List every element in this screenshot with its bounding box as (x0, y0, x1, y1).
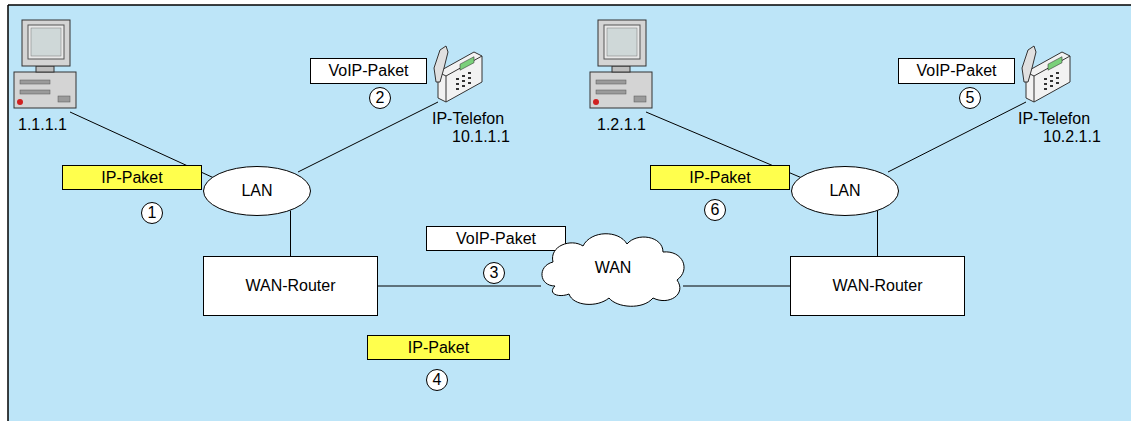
panel-border (8, 4, 1131, 6)
wan-cloud: WAN (535, 228, 691, 308)
panel-border (7, 5, 9, 421)
node-text: WAN-Router (245, 277, 335, 295)
ip-packet: IP-Paket (650, 165, 790, 190)
node-text: 2 (376, 89, 385, 107)
ip-packet: IP-Paket (367, 335, 510, 360)
node-text: WAN (595, 259, 632, 277)
circle-shape (142, 203, 163, 224)
node-text: VoIP-Paket (328, 62, 408, 80)
cloud-shape (542, 234, 684, 307)
node-text: LAN (829, 182, 860, 200)
wan-router-box: WAN-Router (203, 256, 378, 316)
callout-number: 2 (369, 87, 391, 109)
node-text: 3 (490, 264, 499, 282)
voip-packet: VoIP-Paket (426, 226, 566, 251)
network-link (683, 286, 790, 287)
lan-wire (298, 102, 438, 172)
ip-packet: IP-Paket (62, 165, 202, 190)
network-link (290, 211, 291, 256)
ip-address: 10.1.1.1 (452, 128, 510, 146)
background-panel (8, 5, 1131, 421)
circle-shape (960, 88, 981, 109)
node-text: IP-Paket (689, 169, 750, 187)
network-link (877, 211, 878, 256)
circle-shape (484, 263, 505, 284)
voip-packet: VoIP-Paket (310, 58, 427, 84)
ip-address: 1.2.1.1 (597, 116, 646, 134)
ip-address: 1.1.1.1 (18, 116, 67, 134)
callout-number: 3 (483, 262, 505, 284)
callout-number: 4 (426, 369, 448, 391)
node-text: VoIP-Paket (916, 62, 996, 80)
wan-router-box: WAN-Router (790, 256, 965, 316)
node-text: 4 (433, 371, 442, 389)
ellipse-shape (204, 167, 311, 216)
node-text: IP-Paket (408, 339, 469, 357)
lan-ellipse: LAN (203, 166, 311, 216)
circle-shape (705, 200, 726, 221)
circle-shape (370, 88, 391, 109)
node-text: 1 (148, 204, 157, 222)
circle-shape (427, 370, 448, 391)
ip-phone-icon (434, 46, 482, 102)
node-text: 6 (711, 201, 720, 219)
device-name: IP-Telefon (432, 110, 504, 128)
lan-ellipse: LAN (791, 166, 899, 216)
node-text: IP-Paket (101, 169, 162, 187)
voip-packet: VoIP-Paket (898, 58, 1015, 84)
node-text: LAN (241, 182, 272, 200)
callout-number: 1 (141, 202, 163, 224)
network-link (378, 286, 541, 287)
pc-icon (590, 20, 652, 108)
node-text: VoIP-Paket (456, 230, 536, 248)
device-name: IP-Telefon (1018, 110, 1090, 128)
ellipse-shape (792, 167, 899, 216)
ip-address: 10.2.1.1 (1043, 128, 1101, 146)
node-text: 5 (966, 89, 975, 107)
ip-phone-icon (1022, 46, 1070, 102)
callout-number: 5 (959, 87, 981, 109)
lan-wire (888, 102, 1026, 172)
pc-icon (14, 20, 76, 108)
callout-number: 6 (704, 199, 726, 221)
node-text: WAN-Router (832, 277, 922, 295)
